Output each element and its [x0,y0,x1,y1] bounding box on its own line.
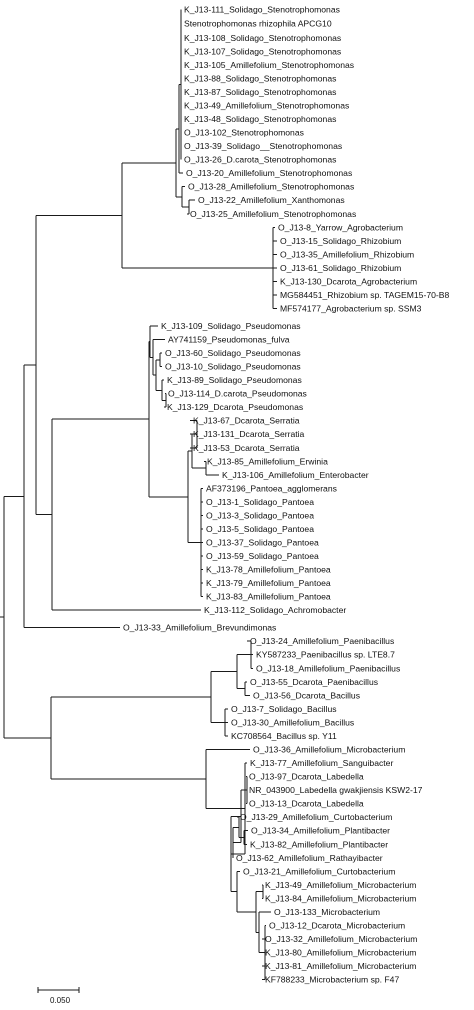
leaf-label: K_J13-48_Solidago_Stenotrophomonas [184,114,336,124]
leaf-label: O_J13-114_D.carota_Pseudomonas [168,389,307,399]
tree-branches [0,9,277,981]
leaf-label: K_J13-49_Amillefolium_Microbacterium [265,880,416,890]
leaf-label: O_J13-56_Dcarota_Bacillus [253,690,360,700]
leaf-label: K_J13-84_Amillefolium_Microbacterium [265,893,416,903]
leaf-label: O_J13-20_Amillefolium_Stenotrophomonas [186,168,352,178]
leaf-label: O_J13-12_Dcarota_Microbacterium [269,920,405,930]
leaf-label: K_J13-85_Amillefolium_Erwinia [207,456,328,466]
leaf-label: K_J13-131_Dcarota_Serratia [193,429,305,439]
leaf-label: O_J13-30_Amillefolium_Bacillus [231,717,354,727]
leaf-label: O_J13-32_Amillefolium_Microbacterium [265,934,417,944]
leaf-label: K_J13-88_Solidago_Stenotrophomonas [184,73,336,83]
leaf-label: K_J13-106_Amillefolium_Enterobacter [222,470,369,480]
leaf-label: K_J13-111_Solidago_Stenotrophomonas [184,5,340,15]
leaf-label: MF574177_Agrobacterium sp. SSM3 [280,304,422,314]
scale-bar: 0.050 [37,987,80,1005]
leaf-label: O_J13-3_Solidago_Pantoea [206,510,314,520]
leaf-label: K_J13-80_Amillefolium_Microbacterium [265,948,416,958]
leaf-label: K_J13-78_Amillefolium_Pantoea [206,565,331,575]
leaf-label: K_J13-107_Solidago_Stenotrophomonas [184,46,341,56]
leaf-label: K_J13-79_Amillefolium_Pantoea [206,578,331,588]
leaf-label: O_J13-55_Dcarota_Paenibacillus [250,677,378,687]
leaf-label: K_J13-108_Solidago_Stenotrophomonas [184,33,341,43]
leaf-label: K_J13-81_Amillefolium_Microbacterium [265,961,416,971]
leaf-label: K_J13-129_Dcarota_Pseudomonas [167,402,303,412]
leaf-label: O_J13-37_Solidago_Pantoea [206,538,319,548]
leaf-label: O_J13-21_Amillefolium_Curtobacterium [243,866,395,876]
leaf-label: AY741159_Pseudomonas_fulva [168,334,290,344]
leaf-label: O_J13-33_Amillefolium_Brevundimonas [123,623,276,633]
leaf-label: O_J13-28_Amillefolium_Stenotrophomonas [188,182,354,192]
leaf-label: K_J13-105_Amillefolium_Stenotrophomonas [184,60,354,70]
leaf-label: K_J13-49_Amillefolium_Stenotrophomonas [184,100,349,110]
leaf-label: O_J13-1_Solidago_Pantoea [206,497,314,507]
leaf-label: O_J13-24_Amillefolium_Paenibacillus [250,636,394,646]
leaf-label: MG584451_Rhizobium sp. TAGEM15-70-B8 [280,290,449,300]
leaf-label: O_J13-36_Amillefolium_Microbacterium [253,744,405,754]
leaf-label: K_J13-112_Solidago_Achromobacter [204,605,346,615]
leaf-label: O_J13-62_Amillefolium_Rathayibacter [236,853,383,863]
leaf-labels: K_J13-111_Solidago_StenotrophomonasSteno… [123,5,449,985]
leaf-label: O_J13-59_Solidago_Pantoea [206,551,319,561]
scale-bar-label: 0.050 [50,996,71,1005]
leaf-label: O_J13-15_Solidago_Rhizobium [280,236,401,246]
leaf-label: O_J13-25_Amillefolium_Stenotrophomonas [190,209,356,219]
leaf-label: O_J13-29_Amillefolium_Curtobacterium [240,812,392,822]
leaf-label: Stenotrophomonas rhizophila APCG10 [184,18,332,28]
leaf-label: K_J13-89_Solidago_Pseudomonas [167,375,302,385]
leaf-label: O_J13-13_Dcarota_Labedella [249,799,364,809]
leaf-label: O_J13-26_D.carota_Stenotrophomonas [184,155,336,165]
leaf-label: O_J13-10_Solidago_Pseudomonas [165,362,301,372]
leaf-label: O_J13-35_Amillefolium_Rhizobium [280,249,414,259]
leaf-label: O_J13-61_Solidago_Rhizobium [280,263,401,273]
leaf-label: O_J13-97_Dcarota_Labedella [249,772,364,782]
leaf-label: KF788233_Microbacterium sp. F47 [265,975,399,985]
leaf-label: K_J13-130_Dcarota_Agrobacterium [280,276,417,286]
leaf-label: K_J13-82_Amillefolium_Plantibacter [250,839,388,849]
leaf-label: K_J13-77_Amillefolium_Sanguibacter [250,758,393,768]
leaf-label: O_J13-60_Solidago_Pseudomonas [165,348,301,358]
leaf-label: O_J13-34_Amillefolium_Plantibacter [251,826,390,836]
leaf-label: KC708564_Bacillus sp. Y11 [231,731,337,741]
leaf-label: AF373196_Pantoea_agglomerans [206,483,337,493]
leaf-label: K_J13-87_Solidago_Stenotrophomonas [184,87,336,97]
leaf-label: KY587233_Paenibacillus sp. LTE8.7 [256,650,395,660]
leaf-label: O_J13-102_Stenotrophomonas [184,128,304,138]
leaf-label: K_J13-109_Solidago_Pseudomonas [161,321,301,331]
leaf-label: O_J13-7_Solidago_Bacillus [231,704,337,714]
leaf-label: O_J13-18_Amillefolium_Paenibacillus [256,663,400,673]
leaf-label: K_J13-83_Amillefolium_Pantoea [206,592,331,602]
leaf-label: O_J13-5_Solidago_Pantoea [206,524,314,534]
leaf-label: K_J13-53_Dcarota_Serratia [193,443,300,453]
leaf-label: NR_043900_Labedella gwakjiensis KSW2-17 [249,785,423,795]
leaf-label: K_J13-67_Dcarota_Serratia [193,416,300,426]
leaf-label: O_J13-8_Yarrow_Agrobacterium [278,222,403,232]
leaf-label: O_J13-133_Microbacterium [274,907,380,917]
leaf-label: O_J13-22_Amillefolium_Xanthomonas [198,195,345,205]
leaf-label: O_J13-39_Solidago__Stenotrophomonas [184,141,342,151]
